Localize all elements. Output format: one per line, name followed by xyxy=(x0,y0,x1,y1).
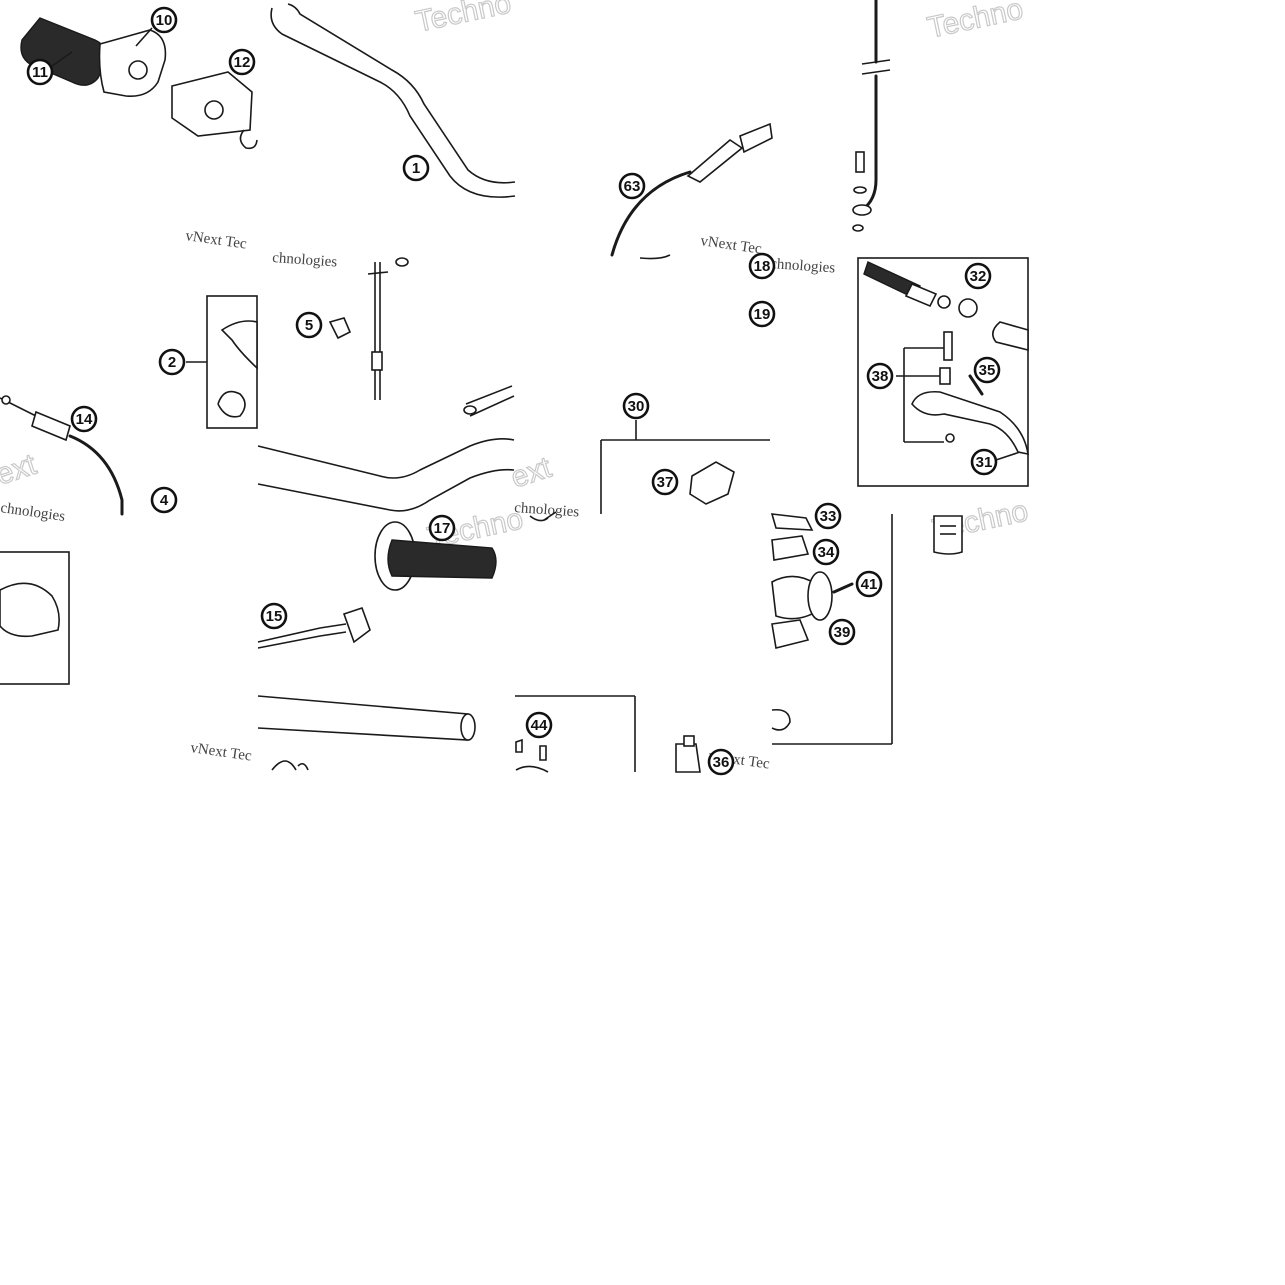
callout-18: 18 xyxy=(748,252,776,280)
svg-text:32: 32 xyxy=(970,268,987,285)
watermark-big: Techno xyxy=(925,0,1026,45)
callout-1: 1 xyxy=(402,154,430,182)
throttle-cable xyxy=(610,122,773,260)
fluid-bottle xyxy=(933,515,963,555)
lever-box xyxy=(186,295,258,429)
watermark-small: vNext Tec xyxy=(184,228,248,252)
svg-text:19: 19 xyxy=(754,306,771,323)
svg-text:5: 5 xyxy=(305,317,313,334)
svg-text:30: 30 xyxy=(628,398,645,415)
svg-text:63: 63 xyxy=(624,178,641,195)
callout-5: 5 xyxy=(295,311,323,339)
master-cylinder-box xyxy=(600,420,770,514)
callout-12: 12 xyxy=(228,48,256,76)
guard-box xyxy=(0,551,70,685)
watermark-small: chnologies xyxy=(514,500,580,521)
svg-text:11: 11 xyxy=(32,64,48,81)
callout-17: 17 xyxy=(428,514,456,542)
svg-text:17: 17 xyxy=(434,520,451,537)
svg-text:1: 1 xyxy=(412,160,420,177)
callout-37: 37 xyxy=(651,468,679,496)
svg-text:41: 41 xyxy=(861,576,878,593)
watermark-big: ext xyxy=(0,448,41,492)
watermark-small: vNext Tec xyxy=(699,233,763,257)
grip-17 xyxy=(374,521,497,591)
svg-text:10: 10 xyxy=(156,12,173,29)
callout-63: 63 xyxy=(618,172,646,200)
reservoir-box xyxy=(515,511,636,773)
clutch-cable-vertical xyxy=(852,0,891,232)
svg-text:18: 18 xyxy=(754,258,771,275)
svg-text:12: 12 xyxy=(234,54,251,71)
svg-text:4: 4 xyxy=(160,492,169,509)
handlebar xyxy=(270,3,516,198)
svg-text:39: 39 xyxy=(834,624,851,641)
svg-text:2: 2 xyxy=(168,354,176,371)
svg-text:36: 36 xyxy=(713,754,730,771)
svg-text:31: 31 xyxy=(976,454,993,471)
adjuster-5 xyxy=(328,257,515,417)
callout-32: 32 xyxy=(964,262,992,290)
svg-text:44: 44 xyxy=(531,717,548,734)
callout-41: 41 xyxy=(855,570,883,598)
callout-14: 14 xyxy=(70,405,98,433)
handlebar-lower xyxy=(257,438,515,512)
callout-39: 39 xyxy=(828,618,856,646)
callout-4: 4 xyxy=(150,486,178,514)
watermark-small: chnologies xyxy=(272,250,338,271)
svg-text:38: 38 xyxy=(872,368,889,385)
reservoir-36 xyxy=(675,735,701,773)
watermark-small: vNext Tec xyxy=(189,740,253,764)
callout-30: 30 xyxy=(622,392,650,420)
watermark-small: chnologies xyxy=(0,500,66,525)
callout-31: 31 xyxy=(970,448,998,476)
svg-text:15: 15 xyxy=(266,608,283,625)
callout-38: 38 xyxy=(866,362,894,390)
svg-text:37: 37 xyxy=(657,474,674,491)
callout-2: 2 xyxy=(158,348,186,376)
watermark-big: Techno xyxy=(413,0,514,39)
watermark-big: ext xyxy=(507,451,556,495)
callout-34: 34 xyxy=(812,538,840,566)
watermark-small: chnologies xyxy=(770,256,836,277)
handlebar-straight xyxy=(257,695,476,771)
switch-cable-15 xyxy=(257,606,371,649)
svg-text:14: 14 xyxy=(76,411,93,428)
callout-44: 44 xyxy=(525,711,553,739)
callout-19: 19 xyxy=(748,300,776,328)
callout-36: 36 xyxy=(707,748,735,776)
clamp-parts xyxy=(770,513,893,745)
callout-11: 11 xyxy=(26,51,73,86)
callout-15: 15 xyxy=(260,602,288,630)
svg-text:35: 35 xyxy=(979,362,996,379)
svg-text:34: 34 xyxy=(818,544,835,561)
brake-lever-box xyxy=(857,257,1029,487)
callout-33: 33 xyxy=(814,502,842,530)
svg-text:33: 33 xyxy=(820,508,837,525)
callout-10: 10 xyxy=(135,6,178,47)
cable-14 xyxy=(0,395,124,516)
callout-35: 35 xyxy=(973,356,1001,384)
throttle-cover xyxy=(171,71,258,150)
